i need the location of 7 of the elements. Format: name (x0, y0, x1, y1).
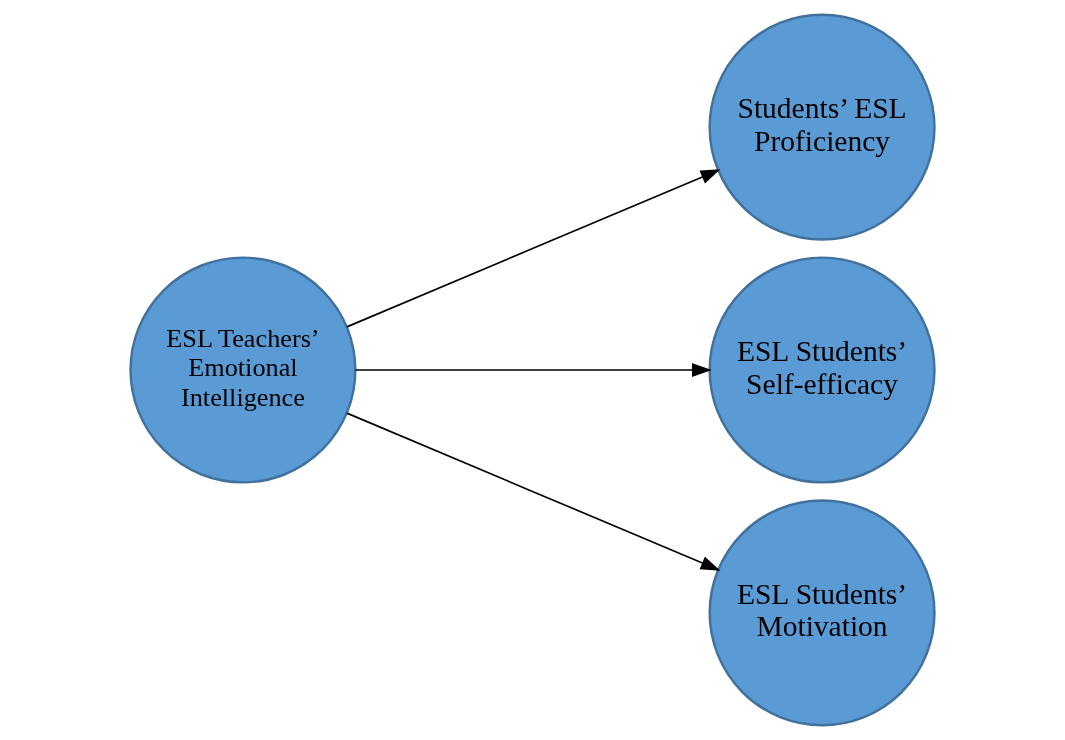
arrow (354, 363, 712, 377)
node-circle: Students’ ESL Proficiency (708, 13, 936, 241)
node-circle: ESL Teachers’ Emotional Intelligence (129, 256, 357, 484)
node-circle: ESL Students’ Self-efficacy (708, 256, 936, 484)
arrow (346, 412, 721, 571)
node-circle: ESL Students’ Motivation (708, 499, 936, 727)
arrow (346, 169, 721, 328)
